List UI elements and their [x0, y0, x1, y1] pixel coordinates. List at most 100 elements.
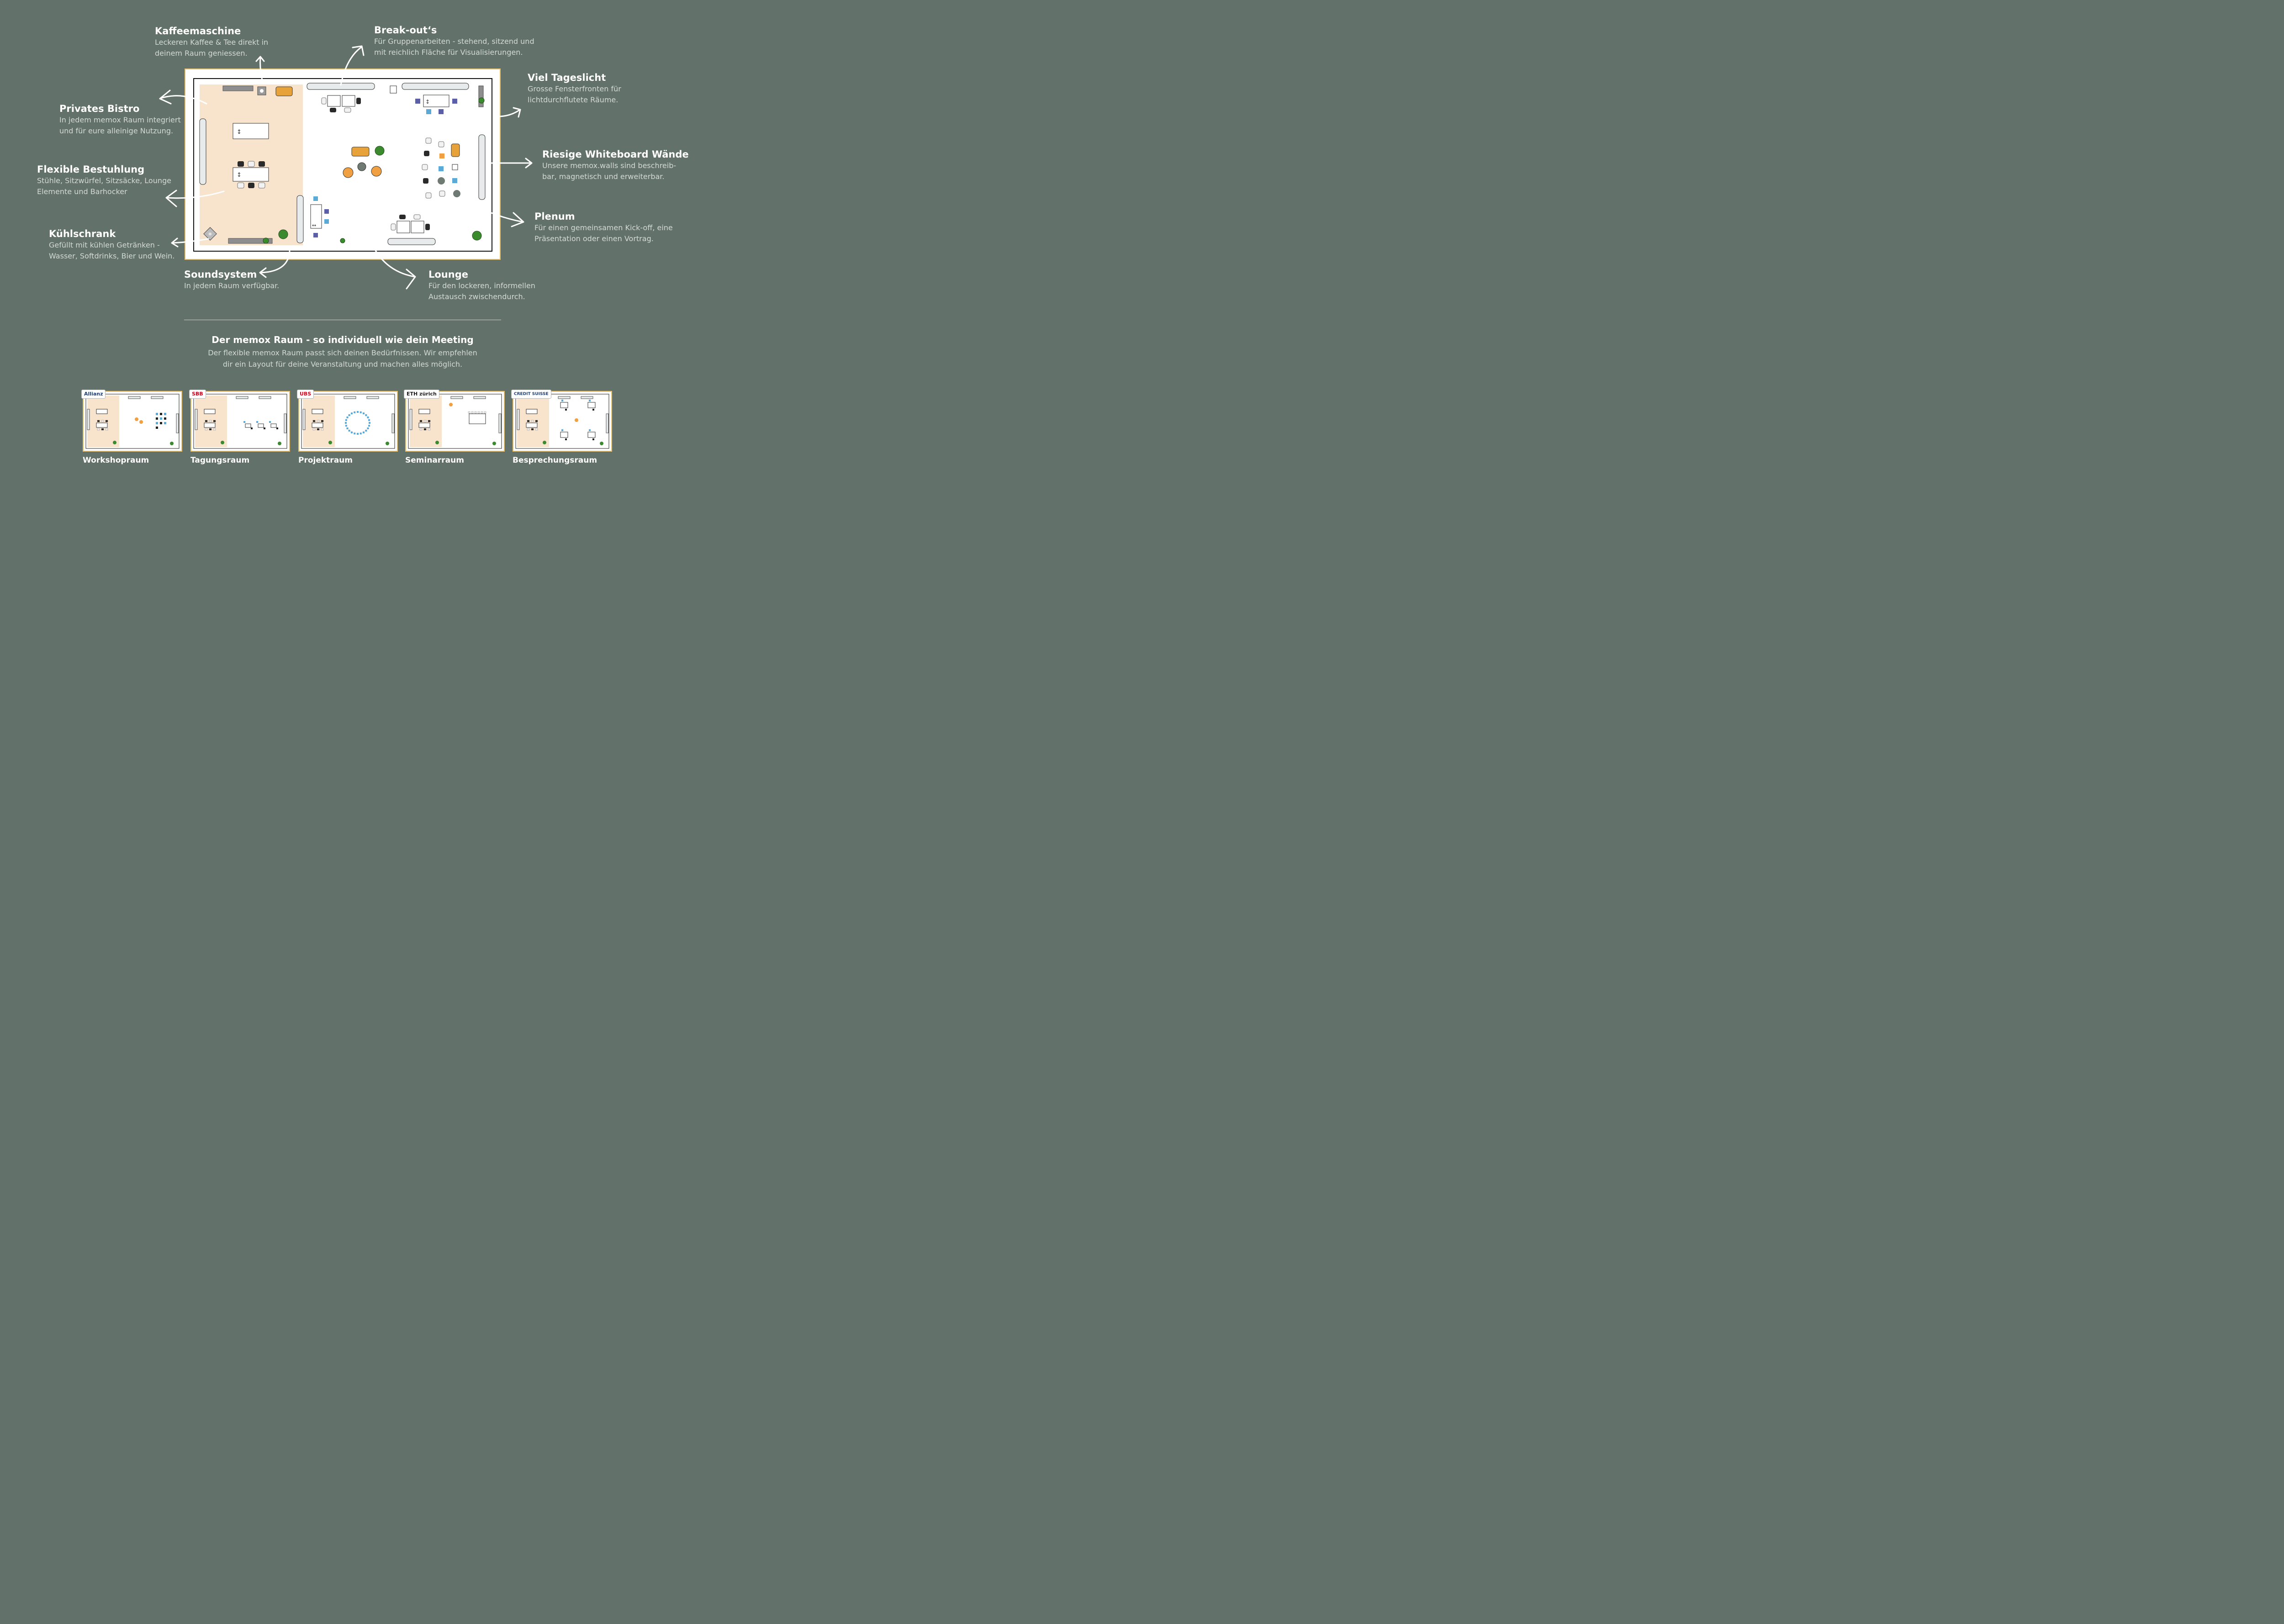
thumb-seat — [156, 427, 158, 429]
thumb-table — [469, 413, 486, 424]
thumb-whiteboard — [581, 396, 593, 399]
bean-bag-icon — [343, 162, 382, 178]
whiteboard-wall — [296, 195, 304, 243]
layout-card-seminar[interactable]: ETH zürich Seminarraum — [404, 390, 505, 465]
thumb-chair — [101, 428, 104, 431]
kitchen-counter — [228, 238, 273, 244]
fridge-icon: ❄ — [203, 227, 217, 241]
layout-thumbnail — [513, 391, 612, 452]
thumb-chair — [527, 428, 530, 431]
thumb-seat — [561, 429, 563, 431]
arrow-head — [159, 90, 172, 105]
layout-card-besprechung[interactable]: CREDIT SUISSE Besprechungsraum — [511, 390, 612, 465]
thumb-seat — [345, 422, 347, 424]
callout-line: Für Gruppenarbeiten - stehend, sitzend u… — [374, 37, 534, 46]
callout-kaffeemaschine: Kaffeemaschine Leckeren Kaffee & Tee dir… — [155, 25, 268, 59]
layout-thumbnail — [405, 391, 505, 452]
thumb-chair — [531, 420, 534, 422]
thumb-chair — [209, 428, 212, 431]
thumb-whiteboard — [128, 396, 141, 399]
section-line: dir ein Layout für deine Veranstaltung u… — [222, 360, 463, 369]
seat-cubes — [415, 99, 457, 114]
thumb-seat — [264, 427, 265, 429]
callout-title: Privates Bistro — [59, 103, 140, 114]
breakout-chairs — [321, 97, 361, 113]
callout-tageslicht: Viel Tageslicht Grosse Fensterfronten fü… — [528, 72, 621, 105]
layout-thumbnail — [83, 391, 182, 452]
thumb-seat — [565, 409, 567, 411]
thumb-chair — [423, 428, 427, 431]
callout-line: In jedem Raum verfügbar. — [184, 281, 280, 290]
thumb-chair — [213, 428, 216, 431]
callout-title: Flexible Bestuhlung — [37, 164, 145, 175]
thumb-table — [270, 423, 277, 428]
thumb-whiteboard — [391, 413, 395, 433]
layout-label: Projektraum — [298, 456, 353, 465]
thumb-table — [526, 409, 538, 414]
thumb-chair — [105, 420, 108, 422]
bistro-table — [233, 167, 269, 182]
thumb-whiteboard — [409, 409, 412, 430]
thumb-seat — [368, 419, 370, 421]
plant-icon — [492, 442, 496, 445]
thumb-seat — [346, 417, 349, 418]
thumb-whiteboard — [450, 396, 463, 399]
thumb-whiteboard — [236, 396, 248, 399]
thumb-table — [204, 409, 216, 414]
plant-icon — [328, 441, 332, 444]
callout-title: Break-out‘s — [374, 25, 437, 36]
thumb-chair — [419, 420, 423, 422]
thumb-seat — [368, 425, 370, 427]
callout-line: Gefüllt mit kühlen Getränken - — [49, 241, 160, 249]
thumb-chair — [468, 411, 471, 414]
thumb-seat — [351, 431, 353, 433]
breakout-table — [327, 95, 341, 107]
section-title: Der memox Raum - so individuell wie dein… — [211, 334, 474, 345]
client-logo-ubs: UBS — [297, 390, 314, 399]
bistro-chairs — [237, 161, 265, 189]
thumb-whiteboard — [176, 413, 179, 433]
callout-line: und für eure alleinige Nutzung. — [59, 127, 174, 135]
callout-line: Für den lockeren, informellen — [428, 281, 535, 290]
callout-title: Plenum — [534, 211, 575, 222]
thumb-chair — [481, 411, 483, 414]
plant-icon — [435, 441, 439, 444]
plant-icon — [600, 442, 603, 445]
callout-line: Für einen gemeinsamen Kick-off, eine — [534, 223, 673, 232]
svg-text:↕: ↕ — [237, 129, 242, 136]
layout-card-projekt[interactable]: UBS Projektraum — [297, 390, 398, 465]
thumb-whiteboard — [259, 396, 271, 399]
callout-line: Leckeren Kaffee & Tee direkt in — [155, 38, 269, 47]
plant-icon — [113, 441, 116, 444]
speaker-icon — [390, 85, 397, 94]
thumb-table — [587, 402, 596, 408]
thumb-seat — [156, 417, 158, 420]
thumb-whiteboard — [498, 413, 502, 433]
callout-title: Kühlschrank — [49, 228, 116, 239]
layout-card-tagung[interactable]: SBB Tagungsraum — [189, 390, 290, 465]
thumb-walls — [85, 394, 180, 449]
bean-bag-icon — [575, 418, 578, 422]
thumb-seat — [348, 429, 350, 432]
bean-bag-icon — [135, 417, 138, 421]
thumb-chair — [477, 411, 480, 414]
thumb-table — [560, 432, 568, 438]
callout-line: Unsere memox.walls sind beschreib- — [542, 161, 677, 170]
lounge-sofa — [351, 147, 370, 157]
thumb-seat — [592, 438, 594, 440]
plant-box — [478, 85, 484, 107]
thumb-chair — [428, 428, 431, 431]
breakout-table — [411, 221, 424, 233]
thumb-seat — [160, 422, 162, 424]
plant-icon — [263, 97, 485, 244]
bean-bag-icon — [449, 403, 453, 406]
thumb-chair — [213, 420, 216, 422]
thumb-seat — [357, 433, 359, 435]
bistro-table — [233, 123, 269, 139]
svg-text:❄: ❄ — [208, 232, 212, 237]
layout-card-workshop[interactable]: Allianz Workshopraum — [81, 390, 182, 465]
breakout-table — [423, 95, 449, 107]
callout-plenum: Plenum Für einen gemeinsamen Kick-off, e… — [534, 211, 673, 244]
thumb-whiteboard — [517, 409, 520, 430]
thumb-whiteboard — [473, 396, 486, 399]
